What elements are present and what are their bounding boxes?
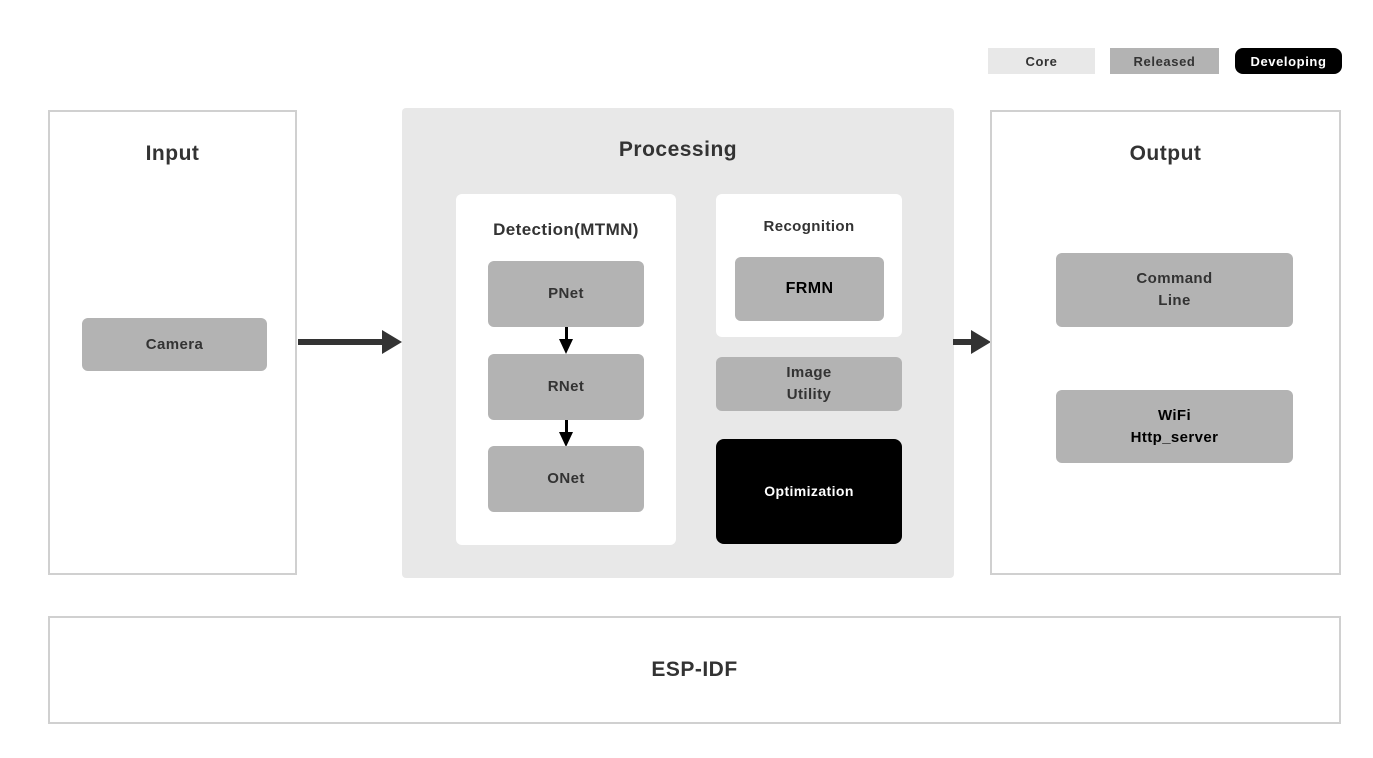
legend-core-label: Core (1025, 53, 1058, 69)
node-onet: ONet (488, 446, 644, 512)
arrow-stem (564, 327, 568, 341)
recognition-panel: Recognition FRMN (716, 194, 902, 337)
legend-developing-label: Developing (1250, 53, 1327, 69)
node-image-utility: Image Utility (716, 357, 902, 411)
legend-released-label: Released (1133, 53, 1196, 69)
esp-idf-title: ESP-IDF (651, 658, 738, 681)
legend-core: Core (988, 48, 1095, 74)
node-command-line: Command Line (1056, 253, 1293, 327)
arrow-shaft (953, 339, 973, 345)
arrow-head-icon (382, 330, 402, 354)
input-section: Input Camera (48, 110, 297, 575)
node-pnet: PNet (488, 261, 644, 327)
detection-panel-title: Detection(MTMN) (493, 220, 639, 239)
node-optimization: Optimization (716, 439, 902, 544)
legend-developing: Developing (1235, 48, 1342, 74)
arrow-shaft (298, 339, 384, 345)
input-section-title: Input (145, 142, 200, 165)
arrow-head-icon (559, 339, 573, 354)
arrow-input-to-processing (298, 330, 402, 354)
arrow-rnet-to-onet (559, 420, 573, 447)
processing-section: Processing Detection(MTMN) PNet RNet ONe… (402, 108, 954, 578)
arrow-stem (564, 420, 568, 434)
esp-idf-foundation-bar: ESP-IDF (48, 616, 1341, 724)
output-section: Output Command Line WiFi Http_server (990, 110, 1341, 575)
recognition-panel-title: Recognition (763, 218, 855, 235)
arrow-head-icon (559, 432, 573, 447)
processing-section-title: Processing (618, 138, 738, 161)
node-camera: Camera (82, 318, 267, 371)
arrow-pnet-to-rnet (559, 327, 573, 354)
output-section-title: Output (1129, 142, 1202, 165)
detection-panel: Detection(MTMN) PNet RNet ONet (456, 194, 676, 545)
node-wifi-http-server: WiFi Http_server (1056, 390, 1293, 463)
node-frmn: FRMN (735, 257, 884, 321)
arrow-processing-to-output (953, 330, 991, 354)
node-rnet: RNet (488, 354, 644, 420)
legend-released: Released (1110, 48, 1219, 74)
arrow-head-icon (971, 330, 991, 354)
